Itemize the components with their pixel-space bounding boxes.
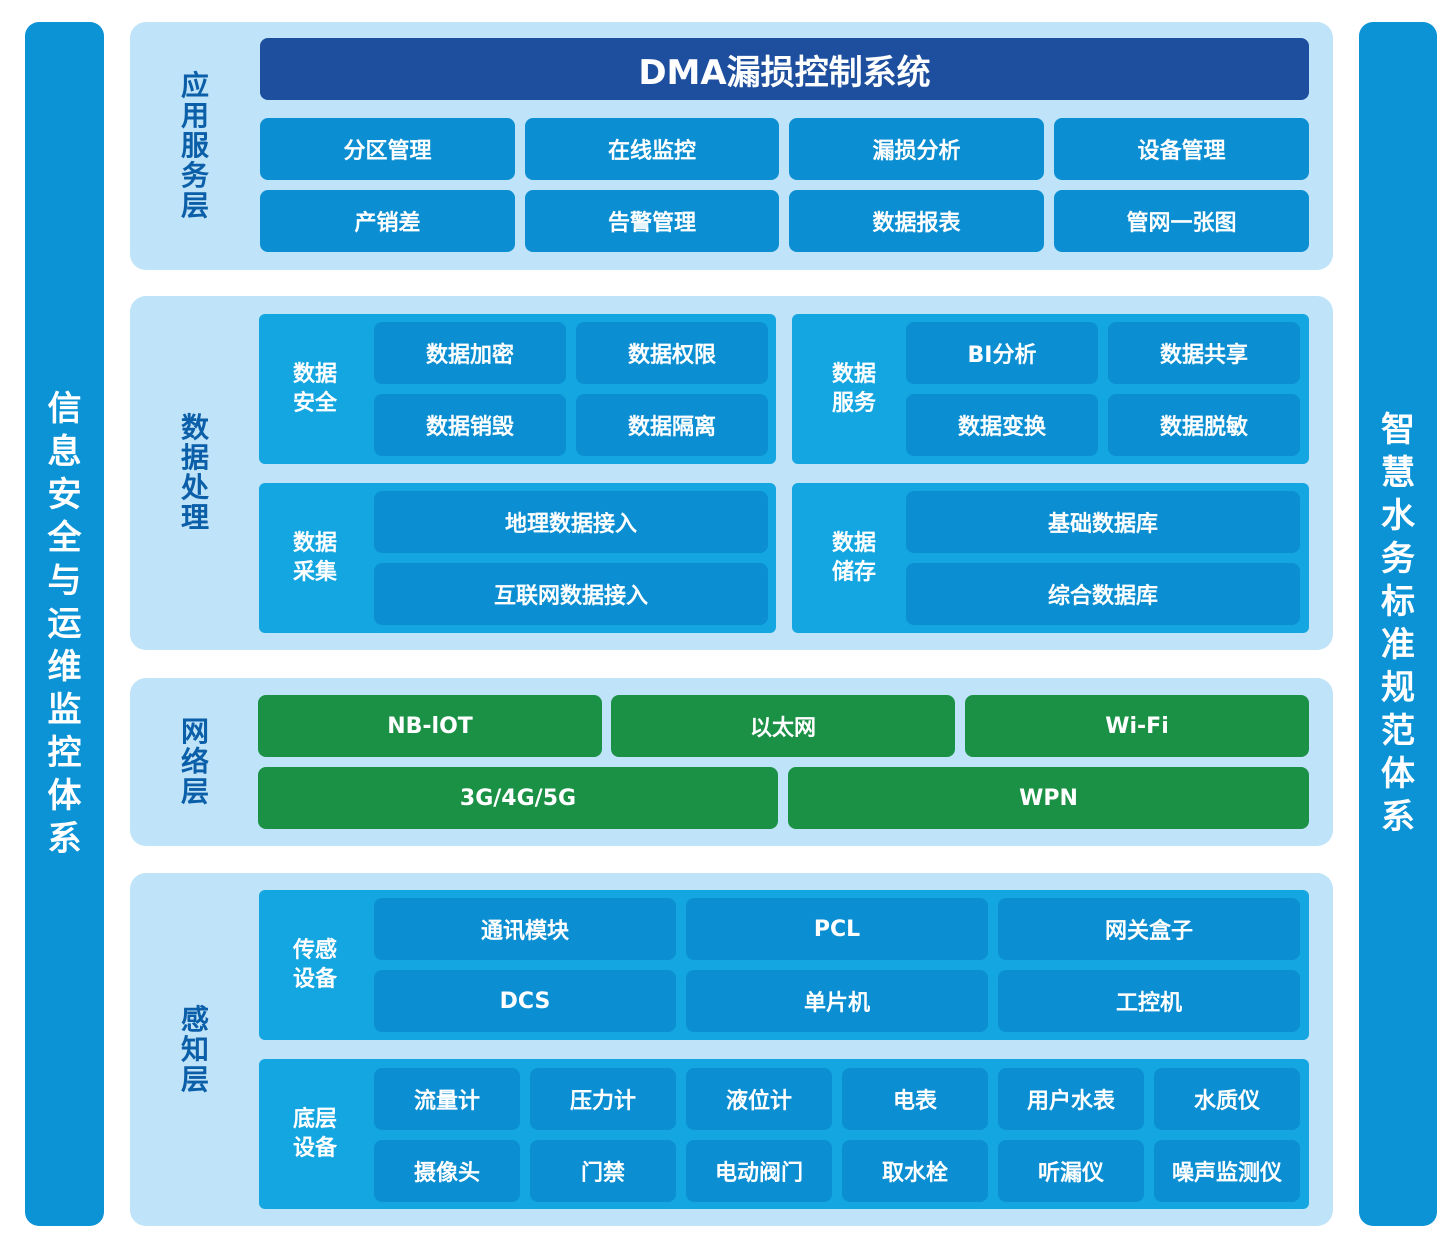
sensor-device-item: 网关盒子 [998, 898, 1300, 960]
data-storage-item: 基础数据库 [906, 491, 1300, 553]
sensor-device-label-wrap: 传感设备 [285, 890, 345, 1040]
network-item: 3G/4G/5G [258, 767, 778, 829]
right-sidebar-label: 智慧水务标准规范体系 [1381, 410, 1415, 837]
data-security-item: 数据隔离 [576, 394, 768, 456]
data-security-item: 数据加密 [374, 322, 566, 384]
data-security-label-wrap: 数据安全 [285, 314, 345, 464]
data-layer-label-wrap: 数据处理 [180, 296, 210, 650]
data-security-item: 数据权限 [576, 322, 768, 384]
base-device-label: 底层设备 [292, 1107, 337, 1161]
data-storage-label: 数据储存 [831, 531, 876, 585]
data-collection-label-wrap: 数据采集 [285, 483, 345, 633]
data-security-item: 数据销毁 [374, 394, 566, 456]
data-layer-label: 数据处理 [180, 411, 209, 534]
base-device-item: 门禁 [530, 1140, 676, 1202]
sensor-device-item: 工控机 [998, 970, 1300, 1032]
network-item: NB-lOT [258, 695, 602, 757]
app-item: 分区管理 [260, 118, 515, 180]
app-item: 数据报表 [789, 190, 1044, 252]
system-title: DMA漏损控制系统 [260, 38, 1309, 100]
data-collection-label: 数据采集 [292, 531, 337, 585]
base-device-item: 用户水表 [998, 1068, 1144, 1130]
data-security-label: 数据安全 [292, 362, 337, 416]
application-layer-label-wrap: 应用服务层 [180, 22, 210, 270]
network-layer-label: 网络层 [180, 715, 209, 808]
data-storage-item: 综合数据库 [906, 563, 1300, 625]
left-sidebar-label: 信息安全与运维监控体系 [47, 388, 82, 859]
application-layer-label: 应用服务层 [180, 69, 209, 222]
app-item: 管网一张图 [1054, 190, 1309, 252]
network-layer-label-wrap: 网络层 [180, 678, 210, 846]
base-device-item: 液位计 [686, 1068, 832, 1130]
base-device-item: 流量计 [374, 1068, 520, 1130]
base-device-item: 电表 [842, 1068, 988, 1130]
data-collection-item: 地理数据接入 [374, 491, 768, 553]
base-device-item: 水质仪 [1154, 1068, 1300, 1130]
sensor-device-label: 传感设备 [292, 938, 337, 992]
sensor-device-item: 单片机 [686, 970, 988, 1032]
base-device-item: 噪声监测仪 [1154, 1140, 1300, 1202]
base-device-item: 压力计 [530, 1068, 676, 1130]
app-item: 告警管理 [525, 190, 779, 252]
app-item: 漏损分析 [789, 118, 1044, 180]
network-item: WPN [788, 767, 1309, 829]
base-device-item: 取水栓 [842, 1140, 988, 1202]
data-service-label-wrap: 数据服务 [824, 314, 884, 464]
data-service-item: 数据共享 [1108, 322, 1300, 384]
data-service-item: 数据脱敏 [1108, 394, 1300, 456]
app-item: 在线监控 [525, 118, 779, 180]
network-item: Wi-Fi [965, 695, 1309, 757]
right-sidebar: 智慧水务标准规范体系 [1359, 22, 1437, 1226]
data-service-item: 数据变换 [906, 394, 1098, 456]
base-device-label-wrap: 底层设备 [285, 1059, 345, 1209]
data-service-label: 数据服务 [831, 362, 876, 416]
sensor-device-item: DCS [374, 970, 676, 1032]
app-item: 产销差 [260, 190, 515, 252]
sensor-device-item: PCL [686, 898, 988, 960]
base-device-item: 听漏仪 [998, 1140, 1144, 1202]
data-service-item: BI分析 [906, 322, 1098, 384]
network-item: 以太网 [611, 695, 955, 757]
sensor-device-item: 通讯模块 [374, 898, 676, 960]
data-storage-label-wrap: 数据储存 [824, 483, 884, 633]
perception-layer-label: 感知层 [180, 1002, 209, 1096]
app-item: 设备管理 [1054, 118, 1309, 180]
data-collection-item: 互联网数据接入 [374, 563, 768, 625]
perception-layer-label-wrap: 感知层 [180, 873, 210, 1226]
base-device-item: 摄像头 [374, 1140, 520, 1202]
base-device-item: 电动阀门 [686, 1140, 832, 1202]
left-sidebar: 信息安全与运维监控体系 [25, 22, 104, 1226]
